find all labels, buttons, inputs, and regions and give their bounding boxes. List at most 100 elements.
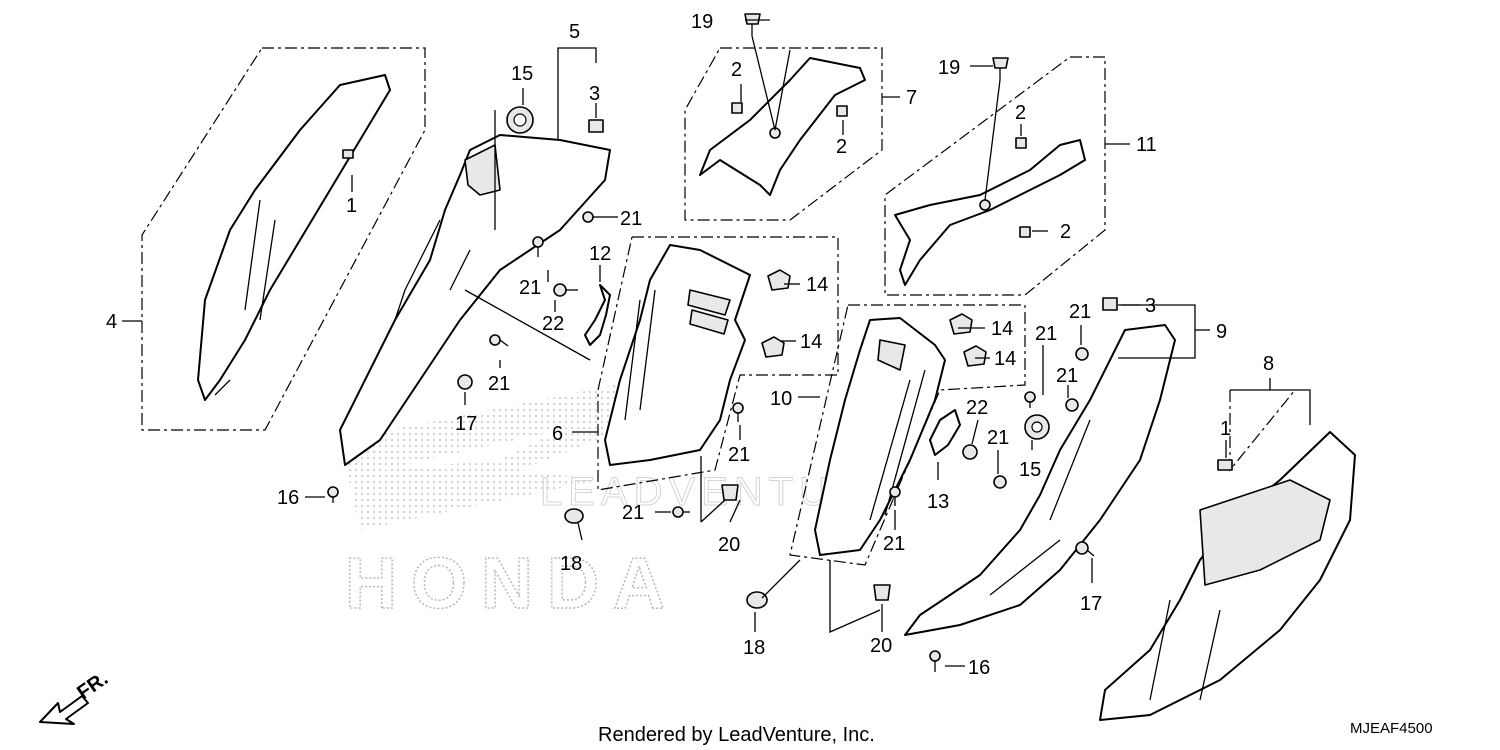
callout-3-upper: 3: [589, 83, 600, 105]
callout-19-b: 19: [938, 57, 960, 79]
callout-14-a: 14: [806, 274, 828, 296]
callout-16-right: 16: [968, 657, 990, 679]
leader-lines: [122, 19, 1311, 667]
callout-14-d: 14: [994, 348, 1016, 370]
part-inner-cover-5[interactable]: [339, 134, 611, 466]
callout-1-left: 1: [346, 195, 357, 217]
part-left-side-cover[interactable]: [197, 74, 391, 401]
callout-2-c: 2: [1015, 102, 1026, 124]
part-bracket-12[interactable]: [584, 284, 611, 346]
part-upper-inner-11[interactable]: [894, 139, 1086, 286]
part-nut-21-h[interactable]: [1075, 347, 1089, 361]
part-screw-21-d[interactable]: [732, 402, 744, 422]
part-screw-19-a[interactable]: [744, 13, 761, 36]
callout-2-a: 2: [731, 59, 742, 81]
group-box-10: [789, 304, 1026, 566]
part-clip-2-a[interactable]: [731, 102, 743, 114]
callout-16-left: 16: [277, 487, 299, 509]
part-upper-inner-7[interactable]: [699, 57, 866, 196]
group-box-7: [684, 47, 883, 221]
callout-17-left: 17: [455, 413, 477, 435]
callout-21-d: 21: [728, 444, 750, 466]
part-screw-19-b[interactable]: [992, 57, 1009, 80]
callout-21-e: 21: [622, 502, 644, 524]
callout-21-a: 21: [620, 208, 642, 230]
part-clip-2-c[interactable]: [1015, 137, 1027, 149]
callout-7: 7: [906, 87, 917, 109]
callout-12: 12: [589, 243, 611, 265]
callout-21-j: 21: [987, 427, 1009, 449]
callout-9: 9: [1216, 321, 1227, 343]
callout-21-h: 21: [1069, 301, 1091, 323]
callout-10: 10: [770, 388, 792, 410]
callout-21-g: 21: [1035, 323, 1057, 345]
part-grommet-15-upper[interactable]: [506, 106, 534, 134]
callout-15-right: 15: [1019, 459, 1041, 481]
part-clip-20-a[interactable]: [721, 484, 739, 501]
part-clip-20-b[interactable]: [873, 584, 891, 601]
footer-credit: Rendered by LeadVenture, Inc.: [598, 724, 875, 746]
part-clip-3-upper[interactable]: [588, 119, 604, 133]
part-push-18-a[interactable]: [564, 508, 584, 524]
part-bolt-22-right[interactable]: [962, 444, 978, 460]
part-right-inner-cover-9[interactable]: [904, 324, 1176, 636]
callout-22-right: 22: [966, 397, 988, 419]
callout-15-upper: 15: [511, 63, 533, 85]
callout-22-left: 22: [542, 313, 564, 335]
part-screw-21-b[interactable]: [532, 236, 544, 257]
callout-19-a: 19: [691, 11, 713, 33]
part-push-18-b[interactable]: [746, 591, 768, 609]
callout-2-b: 2: [836, 136, 847, 158]
part-screw-21-e[interactable]: [672, 506, 690, 518]
part-clip-14-b[interactable]: [761, 336, 785, 358]
callout-21-c: 21: [488, 373, 510, 395]
part-clip-1-right[interactable]: [1217, 459, 1233, 471]
part-clip-3-right[interactable]: [1102, 297, 1118, 311]
callout-14-c: 14: [991, 318, 1013, 340]
diagram-code: MJEAF4500: [1350, 720, 1433, 737]
part-screw-21-f[interactable]: [889, 486, 901, 506]
callout-5: 5: [569, 21, 580, 43]
part-screw-21-a[interactable]: [582, 211, 603, 223]
part-clip-14-c[interactable]: [949, 313, 973, 335]
part-nut-21-i[interactable]: [1065, 398, 1079, 412]
callout-6: 6: [552, 423, 563, 445]
callout-14-b: 14: [800, 331, 822, 353]
callout-8: 8: [1263, 353, 1274, 375]
front-direction-arrow: FR.: [39, 668, 112, 725]
group-box-11: [884, 56, 1106, 296]
part-middle-cover-6[interactable]: [604, 244, 751, 466]
part-clip-14-d[interactable]: [963, 345, 987, 367]
part-screw-16-left[interactable]: [327, 486, 339, 503]
callout-11: 11: [1136, 134, 1157, 156]
callout-2-d: 2: [1060, 221, 1071, 243]
callout-1-right: 1: [1220, 418, 1231, 440]
part-clip-2-d[interactable]: [1019, 226, 1031, 238]
callout-17-right: 17: [1080, 593, 1102, 615]
part-screw-16-right[interactable]: [929, 650, 941, 672]
part-screw-21-g[interactable]: [1024, 391, 1036, 408]
callout-20-b: 20: [870, 635, 892, 657]
part-middle-cover-10[interactable]: [814, 317, 946, 556]
callout-3-right: 3: [1145, 295, 1156, 317]
part-grommet-15-right[interactable]: [1024, 414, 1050, 440]
callout-13: 13: [927, 491, 949, 513]
callout-21-i: 21: [1056, 365, 1078, 387]
callout-20-a: 20: [718, 534, 740, 556]
watermark-brand: HONDA: [345, 544, 679, 624]
part-clip-2-b[interactable]: [836, 105, 848, 117]
callout-18-b: 18: [743, 637, 765, 659]
callout-labels: 1 1 2 2 2 2 3 3 4 5 6 7 8 9 10 11 12 13 …: [106, 11, 1274, 679]
group-box-6: [597, 236, 839, 491]
callout-21-b: 21: [519, 277, 541, 299]
group-box-8: [1229, 389, 1296, 472]
part-bolt-22-left[interactable]: [553, 283, 578, 297]
part-nut-21-j[interactable]: [993, 475, 1007, 489]
part-grommet-17-right[interactable]: [1075, 541, 1095, 557]
part-grommet-17-left[interactable]: [457, 374, 473, 390]
part-bracket-13[interactable]: [929, 409, 961, 456]
part-clip-14-a[interactable]: [767, 269, 791, 291]
part-right-side-cover-8[interactable]: [1099, 431, 1356, 721]
part-screw-21-c[interactable]: [489, 334, 509, 347]
